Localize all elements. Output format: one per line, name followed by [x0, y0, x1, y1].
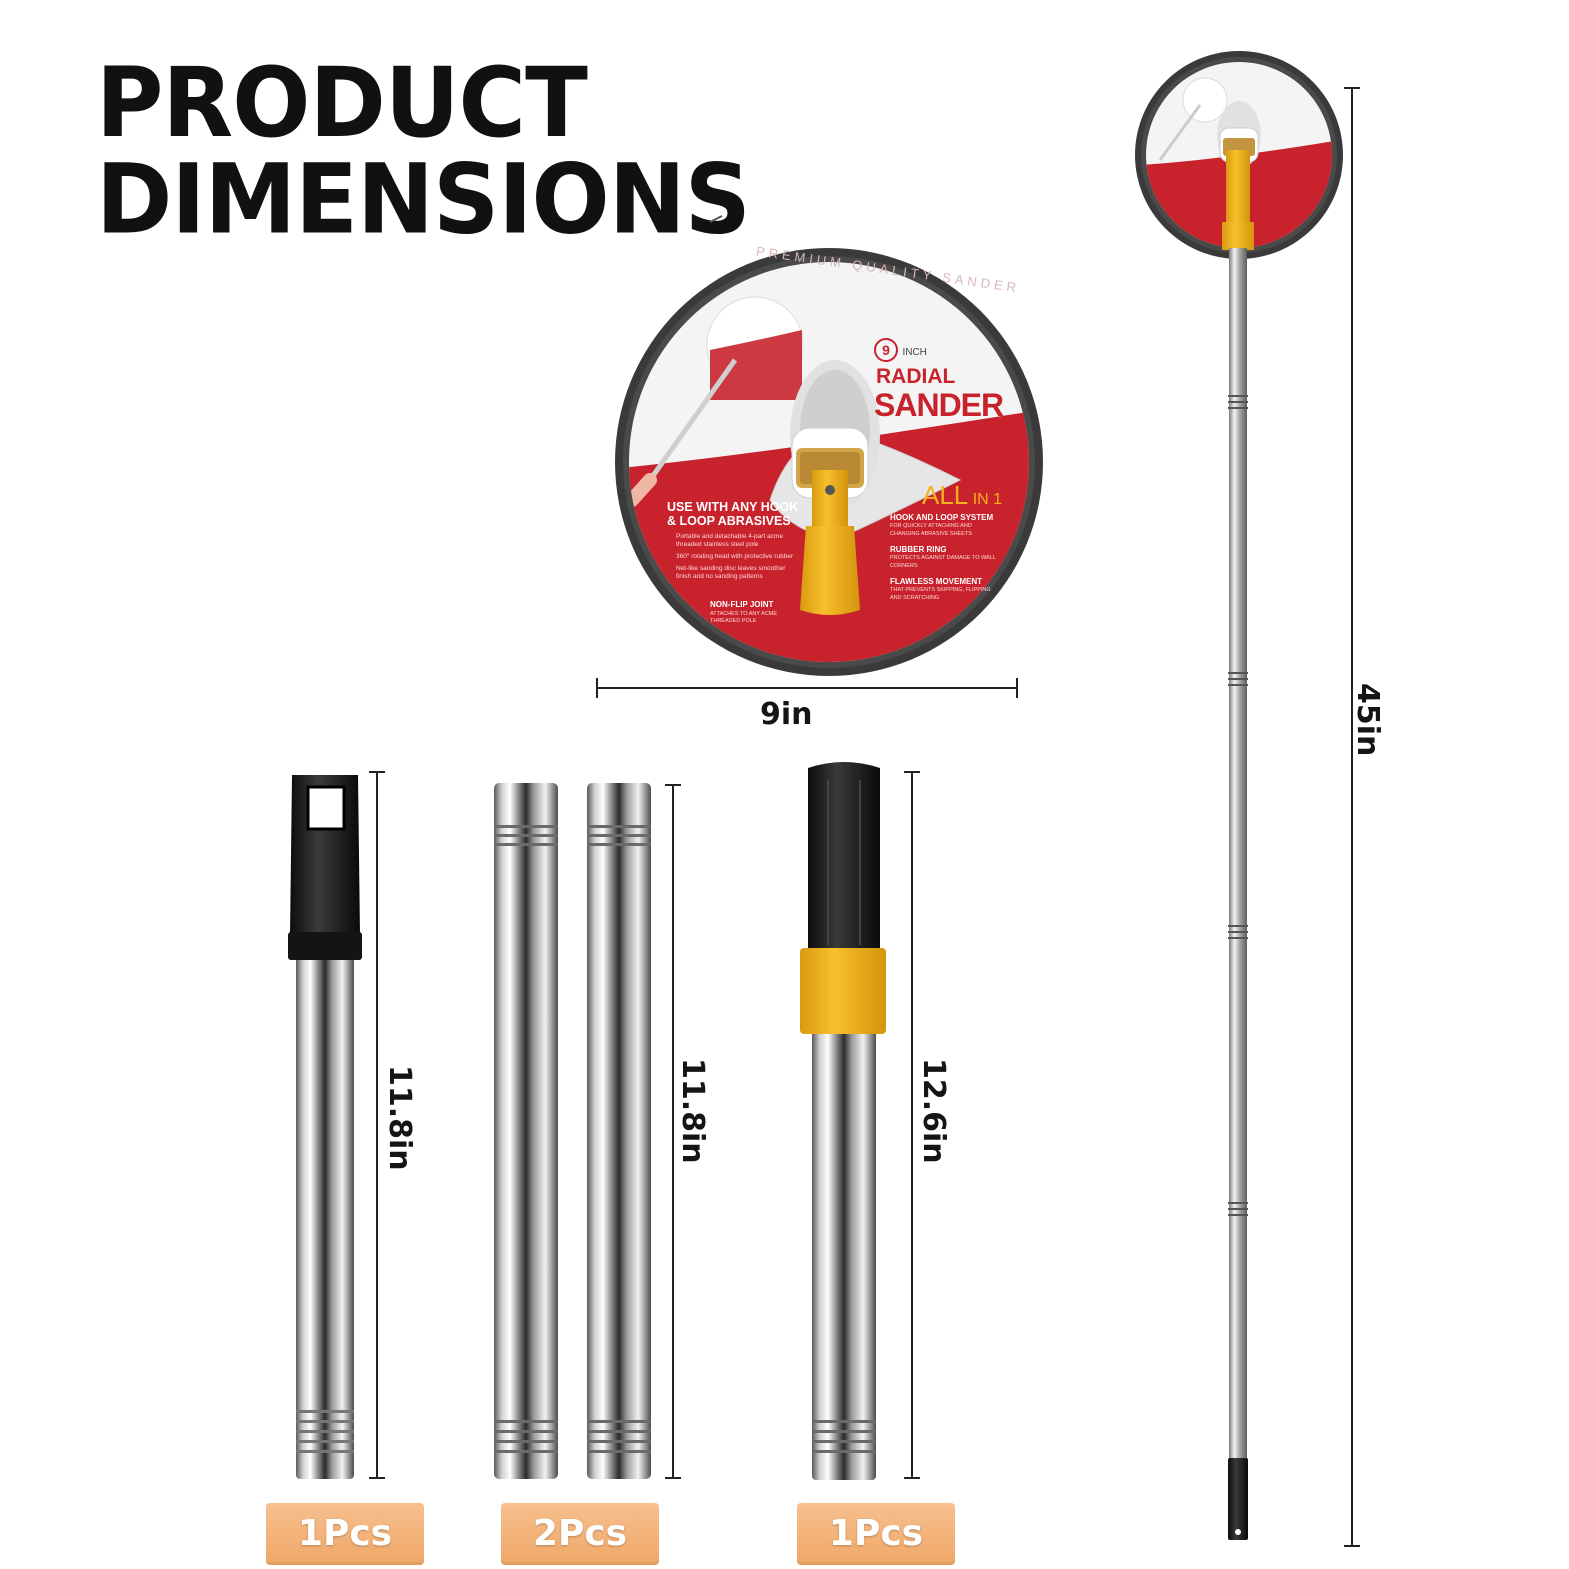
disc-features-right: HOOK AND LOOP SYSTEM FOR QUICKLY ATTACHI…: [890, 514, 1000, 602]
sander-disc: [615, 248, 1043, 676]
assembled-length-label: 45in: [1350, 683, 1385, 757]
title-line-1: PRODUCT: [96, 46, 588, 159]
disc-feature-right-2-title: RUBBER RING: [890, 545, 947, 554]
middle-poles-quantity-badge: 2Pcs: [501, 1503, 659, 1565]
middle-pole-1: [494, 783, 558, 1479]
head-pole: [800, 762, 886, 1480]
disc-feature-left-3: Net-like sanding disc leaves smoother fi…: [676, 565, 786, 580]
disc-feature-left-1: Portable and detachable 4-part acme thre…: [676, 533, 783, 548]
assembled-pole: [1222, 150, 1254, 1540]
disc-width-label: 9in: [760, 697, 813, 732]
dimension-lines: [369, 87, 1360, 1547]
handle-pole: [288, 775, 362, 1479]
disc-use-heading-1: USE WITH ANY HOOK: [667, 500, 799, 514]
disc-feature-right-2-desc: PROTECTS AGAINST DAMAGE TO WALL CORNERS: [890, 555, 996, 569]
page-title: PRODUCT DIMENSIONS: [96, 46, 751, 256]
handle-pole-quantity-badge: 1Pcs: [266, 1503, 424, 1565]
disc-feature-right-1-desc: FOR QUICKLY ATTACHING AND CHANGING ABRAS…: [890, 523, 972, 537]
disc-feature-right-3-title: FLAWLESS MOVEMENT: [890, 577, 982, 586]
title-line-2: DIMENSIONS: [96, 143, 751, 256]
middle-poles-length-label: 11.8in: [675, 1058, 710, 1164]
disc-feature-right-1-title: HOOK AND LOOP SYSTEM: [890, 513, 994, 522]
disc-name-line-1: RADIAL: [876, 365, 956, 388]
disc-size-number: 9: [874, 338, 898, 362]
middle-pole-2: [587, 783, 651, 1479]
disc-feature-right-3-desc: THAT PREVENTS SKIPPING, FLIPPING AND SCR…: [890, 587, 991, 601]
disc-use-heading-2: & LOOP ABRASIVES: [667, 514, 791, 528]
disc-size-unit: INCH: [902, 347, 927, 358]
disc-non-flip-title: NON-FLIP JOINT: [710, 600, 774, 609]
disc-in-1-text: IN 1: [972, 491, 1003, 508]
disc-all-text: ALL: [922, 480, 969, 510]
disc-use-heading: USE WITH ANY HOOK & LOOP ABRASIVES: [667, 500, 798, 528]
head-pole-length-label: 12.6in: [916, 1058, 951, 1164]
handle-pole-length-label: 11.8in: [382, 1065, 417, 1171]
disc-features-left: Portable and detachable 4-part acme thre…: [676, 533, 796, 581]
disc-all-in-1: ALL IN 1: [922, 480, 1002, 511]
disc-size: 9 INCH: [874, 338, 927, 362]
disc-feature-left-2: 360° rotating head with protective rubbe…: [676, 553, 794, 560]
disc-non-flip-desc: ATTACHES TO ANY ACME THREADED POLE: [710, 611, 778, 624]
head-pole-quantity-badge: 1Pcs: [797, 1503, 955, 1565]
disc-name-line-2: SANDER: [874, 387, 1004, 423]
